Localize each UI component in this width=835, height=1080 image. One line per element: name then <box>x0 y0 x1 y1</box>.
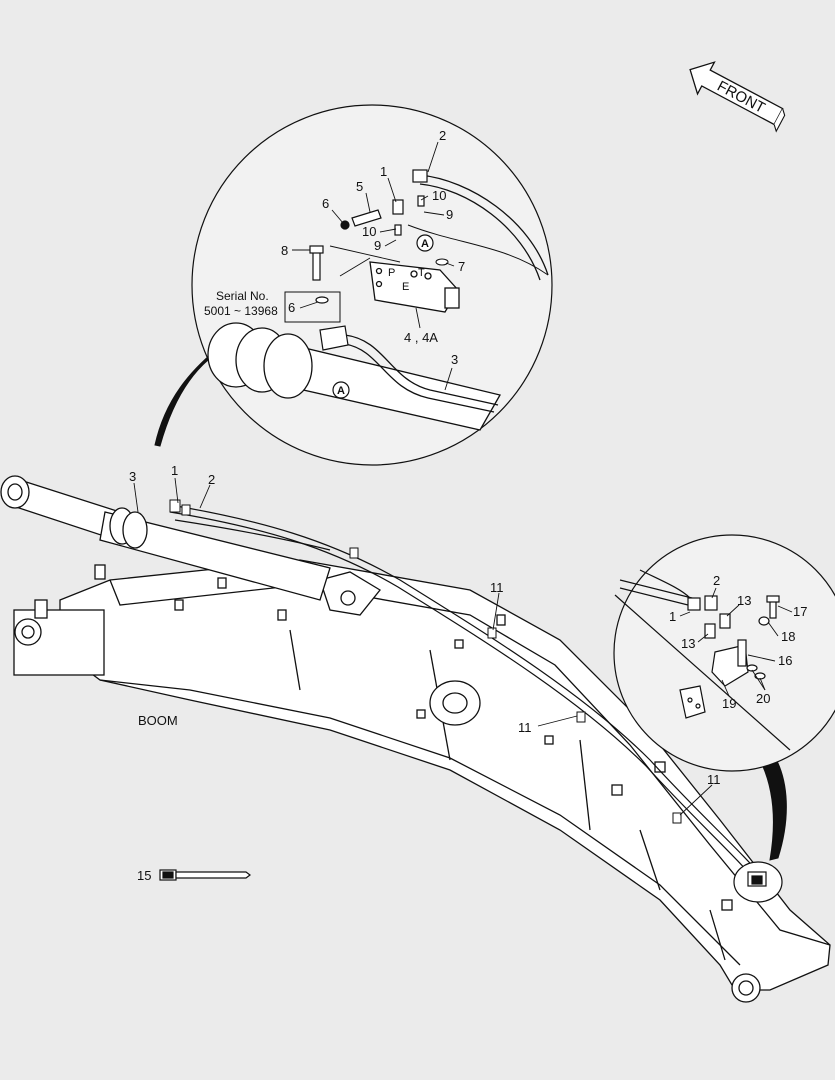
callout-main-2: 2 <box>208 472 215 487</box>
main-leaders <box>133 477 713 816</box>
callout-upper-9b: 9 <box>374 238 381 253</box>
serial-line2: 5001 ~ 13968 <box>204 304 278 318</box>
callout-upper-8: 8 <box>281 243 288 258</box>
serial-line1: Serial No. <box>216 289 269 303</box>
callout-main-3: 3 <box>129 469 136 484</box>
callout-upper-5: 5 <box>356 179 363 194</box>
boom-structure <box>13 559 831 1003</box>
callout-upper-7: 7 <box>458 259 465 274</box>
callout-main-15: 15 <box>137 868 151 883</box>
boom-cylinder <box>0 475 331 601</box>
detail-marker-a-bottom: A <box>337 385 345 397</box>
callout-right-19: 19 <box>722 696 736 711</box>
callout-upper-10a: 10 <box>432 188 446 203</box>
labels: BOOM Serial No. 5001 ~ 13968 P T E A A 2… <box>129 128 807 883</box>
callout-upper-6a: 6 <box>322 196 329 211</box>
callout-right-13b: 13 <box>681 636 695 651</box>
callout-main-11b: 11 <box>518 720 532 735</box>
callout-upper-2: 2 <box>439 128 446 143</box>
callout-right-13a: 13 <box>737 593 751 608</box>
hose-lines <box>169 504 766 887</box>
cylinder-fittings <box>169 499 359 559</box>
front-fitting-cluster <box>733 861 783 903</box>
callout-right-18: 18 <box>781 629 795 644</box>
upper-detail <box>154 104 553 466</box>
boom-label: BOOM <box>138 713 178 728</box>
callout-upper-3: 3 <box>451 352 458 367</box>
front-arrow: FRONT <box>689 61 786 133</box>
callout-upper-10b: 10 <box>362 224 376 239</box>
callout-main-11c: 11 <box>707 772 721 787</box>
callout-right-2: 2 <box>713 573 720 588</box>
port-p-label: P <box>388 267 395 279</box>
callout-upper-1: 1 <box>380 164 387 179</box>
callout-upper-6b: 6 <box>288 300 295 315</box>
callout-right-16: 16 <box>778 653 792 668</box>
callout-right-1: 1 <box>669 609 676 624</box>
right-detail <box>613 534 835 861</box>
callout-upper-4-4a: 4 , 4A <box>404 330 438 345</box>
callout-right-20: 20 <box>756 691 770 706</box>
callout-upper-9a: 9 <box>446 207 453 222</box>
port-t-label: T <box>418 267 425 279</box>
detail-marker-a-top: A <box>421 238 429 250</box>
callout-right-17: 17 <box>793 604 807 619</box>
callout-main-1: 1 <box>171 463 178 478</box>
callout-main-11a: 11 <box>490 580 504 595</box>
hose-clamps <box>487 627 682 824</box>
cable-tie-15 <box>159 869 251 881</box>
port-e-label: E <box>402 281 409 293</box>
